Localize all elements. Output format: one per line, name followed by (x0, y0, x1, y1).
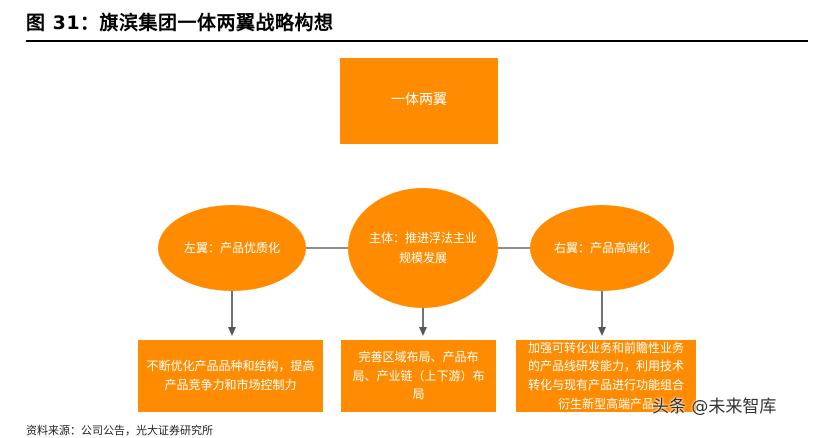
detail-right-box: 加强可转化业务和前瞻性业务的产品线研发能力，利用技术转化与现有产品进行功能组合衍… (516, 340, 696, 412)
node-left-wing: 左翼：产品优质化 (158, 205, 306, 291)
node-right-wing-label: 右翼：产品高端化 (553, 240, 650, 255)
detail-left-box: 不断优化产品品种和结构，提高产品竞争力和市场控制力 (138, 340, 323, 412)
node-main-body: 主体：推进浮法主业规模发展 (348, 188, 498, 308)
detail-center-text: 完善区域布局、产品布局、产业链（上下游）布局 (352, 350, 485, 402)
figure-title: 图 31：旗滨集团一体两翼战略构想 (26, 12, 334, 34)
title-rule (26, 40, 808, 42)
detail-left-text: 不断优化产品品种和结构，提高产品竞争力和市场控制力 (146, 359, 315, 392)
source-note: 资料来源：公司公告，光大证券研究所 (26, 424, 213, 437)
detail-center-box: 完善区域布局、产品布局、产业链（上下游）布局 (341, 340, 496, 412)
node-left-wing-label: 左翼：产品优质化 (183, 240, 280, 255)
node-one-body-two-wings: 一体两翼 (340, 58, 498, 144)
node-one-body-two-wings-label: 一体两翼 (391, 92, 447, 109)
watermark: 头条 @未来智库 (652, 397, 777, 417)
detail-right-text: 加强可转化业务和前瞻性业务的产品线研发能力，利用技术转化与现有产品进行功能组合衍… (527, 340, 684, 411)
node-right-wing: 右翼：产品高端化 (530, 205, 674, 291)
node-main-body-label: 主体：推进浮法主业规模发展 (368, 230, 477, 265)
